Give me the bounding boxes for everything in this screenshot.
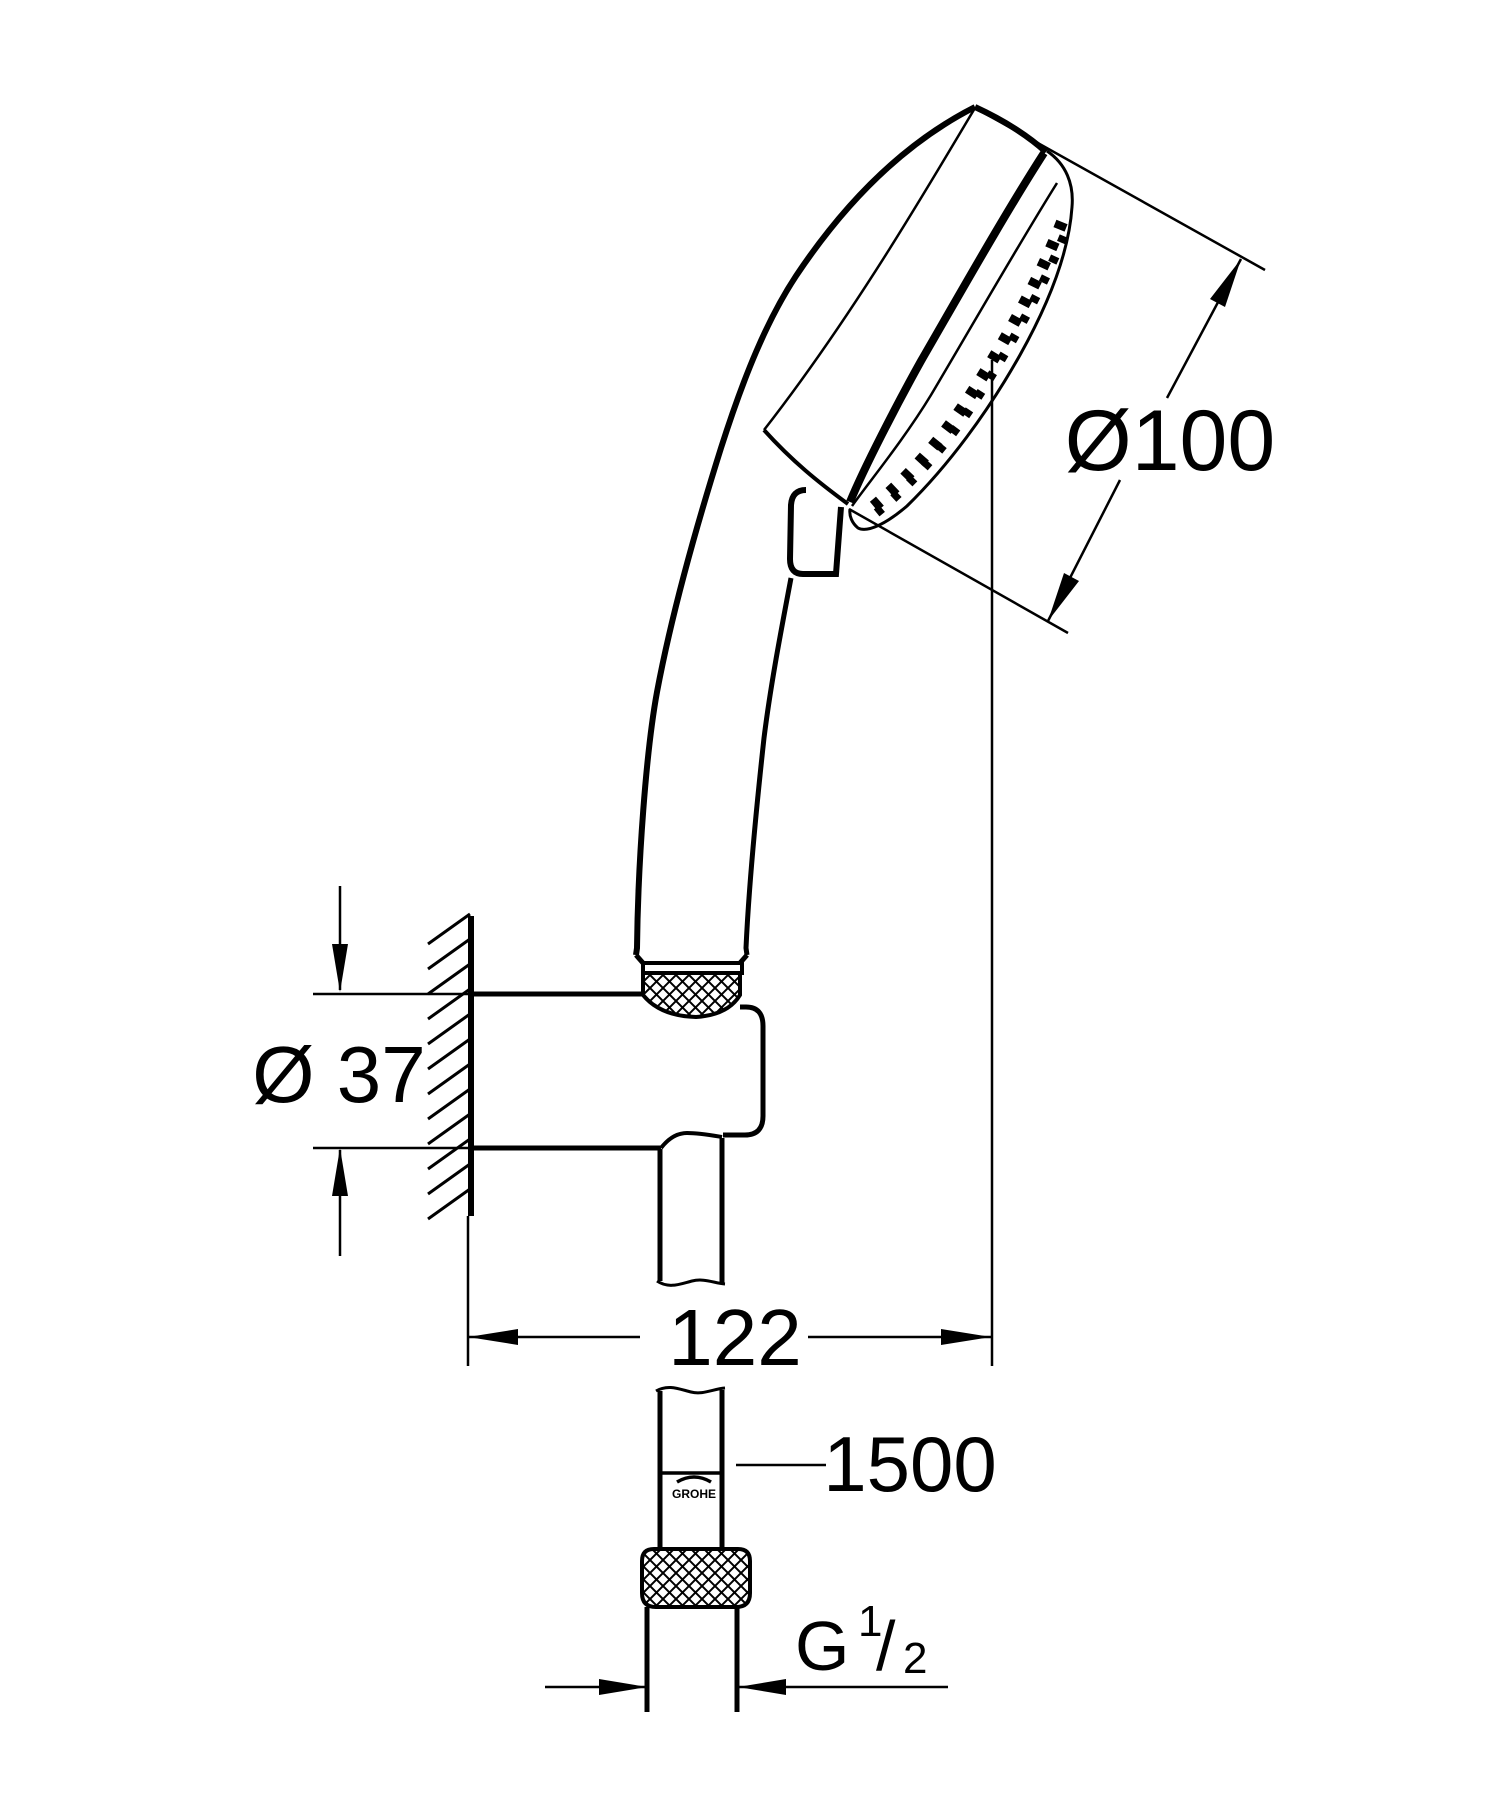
head-dome-and-handle-left-outline (633, 104, 977, 956)
arrowhead-122-left (468, 1329, 518, 1345)
face-outer-edge (848, 149, 1074, 531)
dim-holder-diameter-label: Ø 37 (252, 1030, 425, 1119)
thread-numerator-label: 1 (858, 1597, 882, 1646)
nozzle-strip (864, 219, 1068, 516)
arrowhead-122-right (941, 1329, 991, 1345)
knurled-nut-lower (640, 1547, 752, 1609)
hose-group: GROHE (640, 1138, 752, 1712)
dimension-holder-diameter: Ø 37 (252, 886, 470, 1256)
wall-mount-group (427, 912, 766, 1221)
arrowhead-holder-lower (332, 1148, 348, 1196)
arrowhead-thread-left (599, 1679, 647, 1695)
arrowhead-thread-right (738, 1679, 786, 1695)
shower-head-group (633, 104, 1074, 956)
handle-right-outline (743, 577, 794, 956)
ext-line-head-top (976, 107, 1266, 272)
hose-break-line-lower (655, 1385, 726, 1395)
grohe-logo-text: GROHE (672, 1487, 716, 1501)
arrowhead-head-lower (1048, 573, 1079, 621)
dimension-head-diameter: Ø100 (848, 107, 1275, 635)
face-inner-line (850, 182, 1059, 507)
dimension-hose-length: 1500 (736, 1420, 997, 1508)
head-chord-line (763, 107, 977, 431)
holder-right-face (723, 1004, 766, 1138)
arrowhead-head-upper (1210, 259, 1241, 307)
nozzle-strip-inner (871, 224, 1073, 519)
dim-hose-length-label: 1500 (823, 1420, 997, 1508)
dimension-thread: G 1 / 2 (545, 1597, 948, 1695)
handle-group (634, 577, 794, 1020)
spray-selector-tab (786, 487, 844, 577)
head-bottom-edge (762, 428, 850, 506)
hose-break-line-upper (656, 1278, 726, 1287)
wall-hatching (427, 912, 471, 1221)
holder-hose-shoulder (659, 1130, 723, 1150)
thread-letter-label: G (795, 1607, 849, 1685)
knurled-nut-upper (641, 971, 742, 1020)
head-rim-band (846, 150, 1048, 504)
grohe-logo-swoosh (676, 1475, 712, 1484)
dim-head-diameter-label: Ø100 (1065, 393, 1275, 489)
arrowhead-holder-upper (332, 944, 348, 992)
dim-bracket-offset-label: 122 (668, 1293, 801, 1382)
thread-denominator-label: 2 (903, 1634, 927, 1683)
thread-slash-label: / (876, 1607, 896, 1685)
dimension-bracket-offset: 122 (466, 360, 994, 1382)
head-top-right-edge (973, 104, 1049, 155)
grohe-logo: GROHE (672, 1475, 716, 1501)
ext-line-head-bottom (848, 507, 1069, 635)
